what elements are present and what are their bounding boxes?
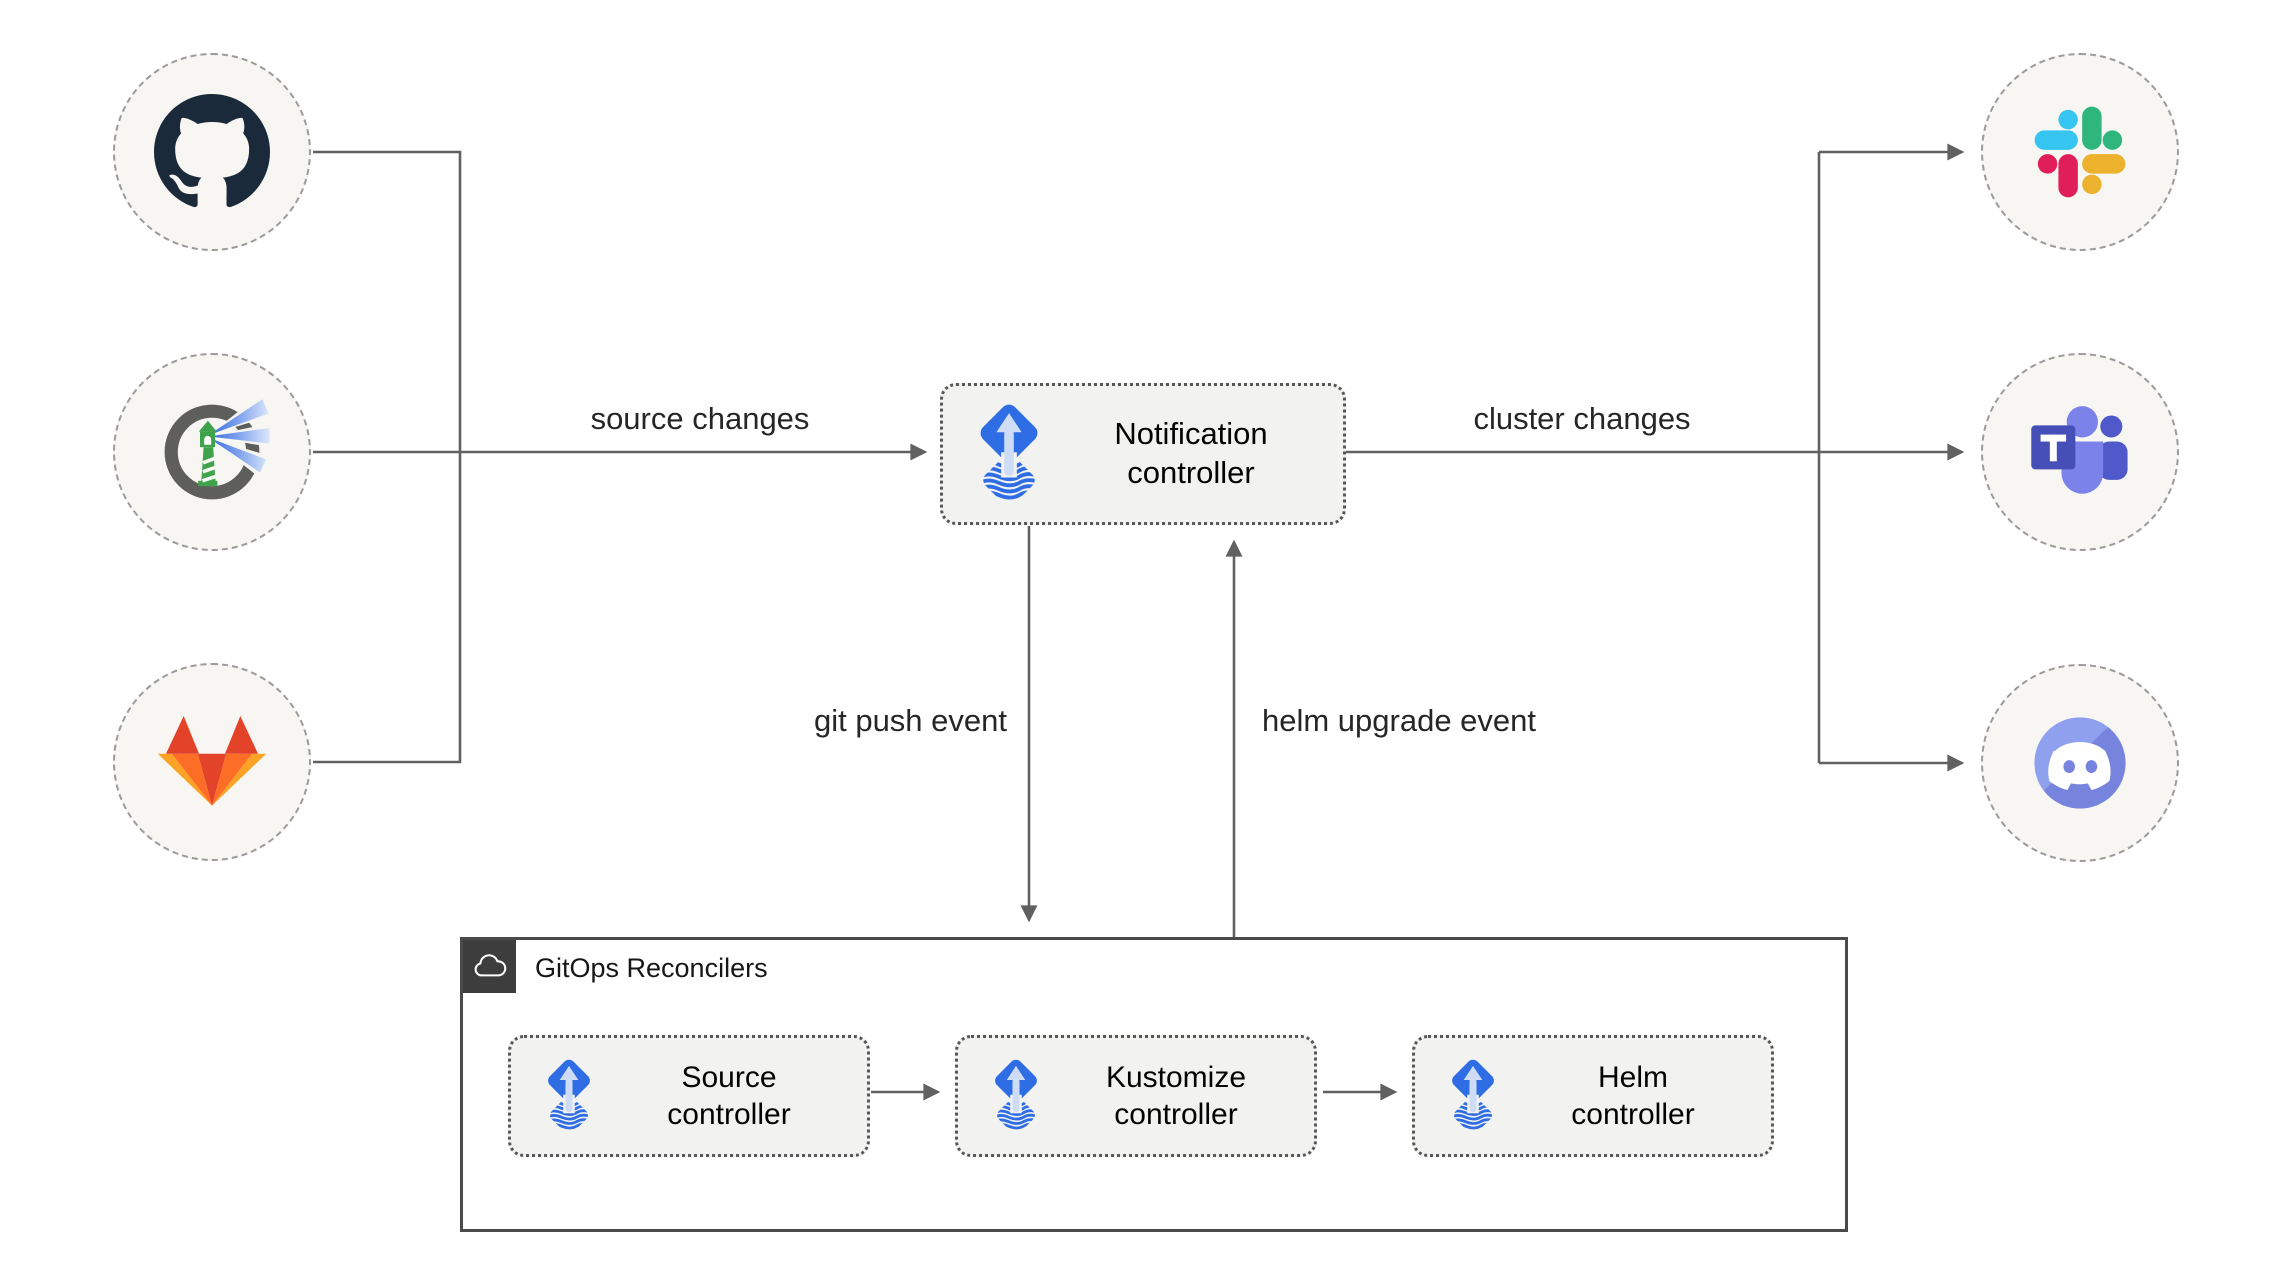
provider-node-slack	[1981, 53, 2179, 251]
flux-icon	[537, 1056, 601, 1136]
cloud-icon	[474, 953, 506, 976]
edge-label-git-push-event: git push event	[813, 703, 1007, 738]
source-node-gitlab	[113, 663, 311, 861]
provider-node-ms-teams	[1981, 353, 2179, 551]
slack-icon	[2034, 106, 2126, 198]
edge-left-bus	[313, 150, 462, 764]
source-node-harbor	[113, 353, 311, 551]
gitops-reconcilers-title: GitOps Reconcilers	[535, 953, 768, 983]
kustomize-controller-node: Kustomize controller	[955, 1035, 1317, 1157]
harbor-icon	[164, 394, 271, 500]
kustomize-controller-label: Kustomize controller	[1105, 1060, 1247, 1132]
edge-label-source-changes: source changes	[590, 401, 810, 436]
source-controller-node: Source controller	[508, 1035, 870, 1157]
discord-icon	[2034, 717, 2126, 809]
source-node-github	[113, 53, 311, 251]
notification-controller-node: Notification controller	[940, 383, 1346, 525]
notification-controller-label: Notification controller	[1114, 416, 1268, 490]
ms-teams-icon	[2031, 406, 2128, 494]
flux-icon	[965, 400, 1053, 508]
gitlab-icon	[157, 715, 267, 806]
gitops-reconcilers-group: GitOps Reconcilers	[460, 937, 1848, 1232]
group-corner-badge	[463, 940, 516, 993]
github-icon	[154, 94, 270, 208]
flux-icon	[1441, 1056, 1505, 1136]
helm-controller-node: Helm controller	[1412, 1035, 1774, 1157]
edge-label-helm-upgrade-event: helm upgrade event	[1262, 703, 1537, 738]
flux-icon	[984, 1056, 1048, 1136]
source-controller-label: Source controller	[667, 1060, 791, 1132]
provider-node-discord	[1981, 664, 2179, 862]
edge-label-cluster-changes: cluster changes	[1473, 401, 1691, 436]
helm-controller-label: Helm controller	[1571, 1060, 1695, 1132]
